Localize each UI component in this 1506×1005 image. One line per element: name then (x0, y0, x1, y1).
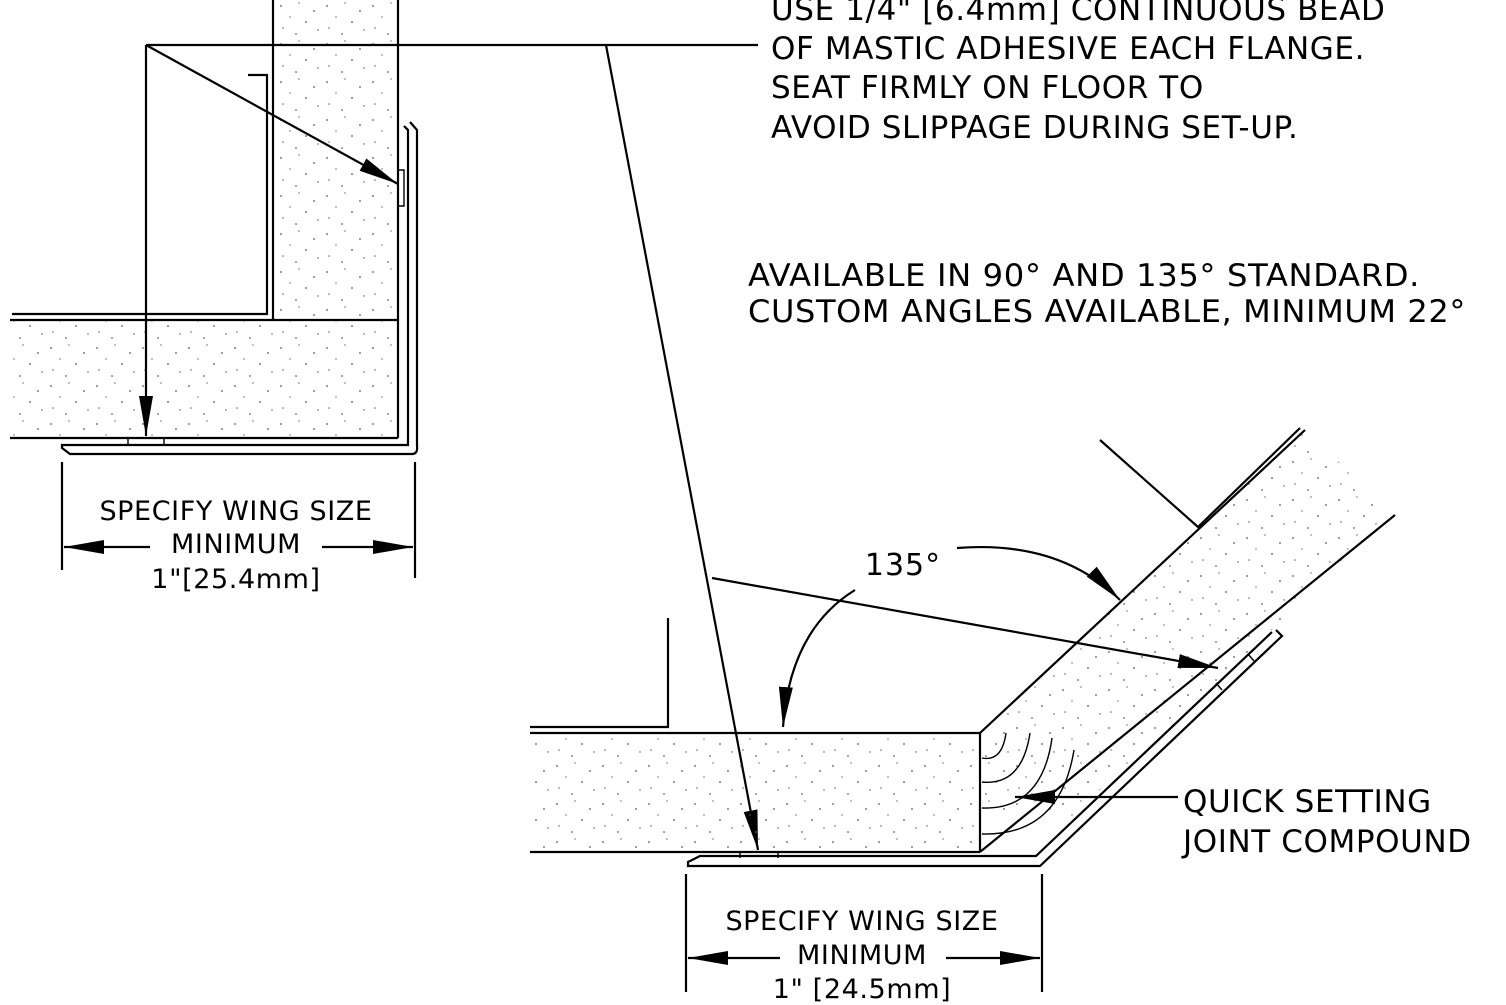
corner-trim-135 (686, 629, 1284, 868)
floor-panel-outline (10, 318, 398, 440)
corner-trim-90 (60, 121, 419, 456)
joint-compound-arcs (981, 732, 1075, 835)
wing-size-label-90-line2: MINIMUM (171, 529, 301, 560)
wing-size-label-90-line3: 1"[25.4mm] (151, 564, 320, 595)
wing-size-label-135-line3: 1" [24.5mm] (773, 974, 952, 1005)
mastic-note-line3: SEAT FIRMLY ON FLOOR TO (771, 70, 1204, 106)
detail-135-degree: 135° SPECIFY WING SIZE MINIMUM 1" [24.5m… (530, 427, 1396, 1005)
angle-label-135: 135° (865, 548, 941, 583)
mastic-bead-135-floor (739, 852, 779, 858)
leader-to-angled-flange (711, 576, 1219, 670)
wall-panel-outline (271, 0, 400, 438)
joint-compound-note-line1: QUICK SETTING (1183, 784, 1432, 820)
angle-arc-base (778, 589, 856, 728)
joint-compound-note-line2: JOINT COMPOUND (1181, 824, 1472, 860)
angles-note: AVAILABLE IN 90° AND 135° STANDARD. CUST… (748, 258, 1466, 330)
stud-angle (12, 73, 269, 316)
leader-to-vertical-flange (145, 44, 399, 185)
angle-arc-135 (956, 546, 1121, 601)
mastic-note-line4: AVOID SLIPPAGE DURING SET-UP. (771, 110, 1298, 146)
stud-angle-135 (530, 618, 670, 729)
mastic-leader (146, 43, 760, 851)
wing-size-label-135-line1: SPECIFY WING SIZE (725, 906, 998, 937)
stud-angle-angled (1099, 427, 1301, 529)
wing-size-label-90-line1: SPECIFY WING SIZE (99, 496, 372, 527)
angles-note-line1: AVAILABLE IN 90° AND 135° STANDARD. (748, 258, 1420, 294)
wing-size-label-135-line2: MINIMUM (797, 940, 927, 971)
angled-wall-panel (980, 430, 1395, 818)
mastic-bead-angled (1215, 653, 1255, 691)
detail-90-degree: SPECIFY WING SIZE MINIMUM 1"[25.4mm] (10, 0, 419, 595)
mastic-bead-vertical (398, 169, 405, 207)
mastic-note-line1: USE 1/4" [6.4mm] CONTINUOUS BEAD (771, 0, 1386, 28)
wall-panel-vertical (273, 0, 398, 320)
mastic-note-line2: OF MASTIC ADHESIVE EACH FLANGE. (771, 31, 1365, 67)
mastic-note: USE 1/4" [6.4mm] CONTINUOUS BEAD OF MAST… (771, 0, 1386, 146)
floor-panel-135 (530, 733, 980, 852)
angles-note-line2: CUSTOM ANGLES AVAILABLE, MINIMUM 22° (748, 294, 1466, 330)
floor-panel-horizontal (10, 320, 398, 438)
joint-compound-note: QUICK SETTING JOINT COMPOUND (1181, 784, 1472, 860)
mastic-leader-to-135-flange (604, 44, 760, 851)
mastic-bead-horizontal (127, 438, 165, 445)
